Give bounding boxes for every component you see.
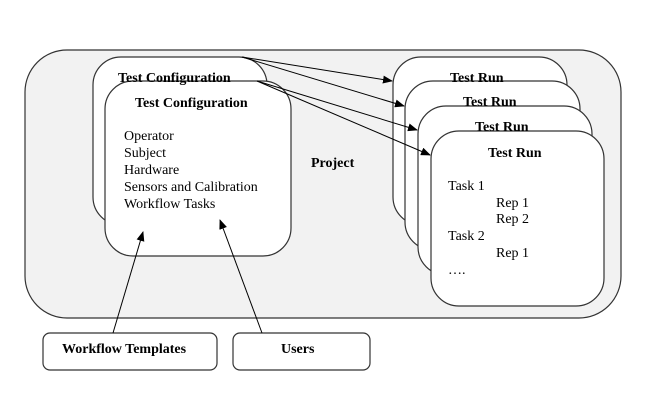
test-run-box-4	[430, 130, 605, 307]
workflow-templates-label: Workflow Templates	[62, 342, 187, 357]
test-configuration-front	[104, 80, 292, 257]
config-item-hardware: Hardware	[124, 163, 180, 178]
config-item-operator: Operator	[124, 129, 174, 144]
arrow-config-to-run-2	[241, 56, 405, 108]
run-line-task-2: Task 2	[448, 229, 485, 244]
workflow-templates-box	[42, 332, 218, 371]
arrow-users-to-config	[219, 219, 263, 334]
test-run-3-title: Test Run	[475, 120, 529, 135]
arrow-templates-to-config	[112, 231, 145, 334]
run-line-task-1: Task 1	[448, 179, 485, 194]
test-configuration-front-title: Test Configuration	[135, 96, 248, 111]
project-label: Project	[311, 156, 355, 171]
test-run-4-title: Test Run	[488, 146, 542, 161]
users-label: Users	[281, 342, 315, 357]
test-run-2-title: Test Run	[463, 95, 517, 110]
config-item-subject: Subject	[124, 146, 166, 161]
run-line-ellipsis: ….	[448, 263, 466, 278]
run-line-rep-1b: Rep 1	[496, 246, 530, 261]
arrow-config-to-run-3	[256, 80, 418, 132]
test-run-1-title: Test Run	[450, 71, 504, 86]
run-line-rep-2: Rep 2	[496, 212, 530, 227]
run-line-rep-1: Rep 1	[496, 196, 530, 211]
users-box	[232, 332, 371, 371]
arrow-config-to-run-4	[256, 80, 431, 156]
arrow-config-to-run-1	[241, 56, 393, 84]
config-item-workflow-tasks: Workflow Tasks	[124, 197, 216, 212]
config-item-sensors: Sensors and Calibration	[124, 180, 258, 195]
test-configuration-back-title: Test Configuration	[118, 71, 231, 86]
